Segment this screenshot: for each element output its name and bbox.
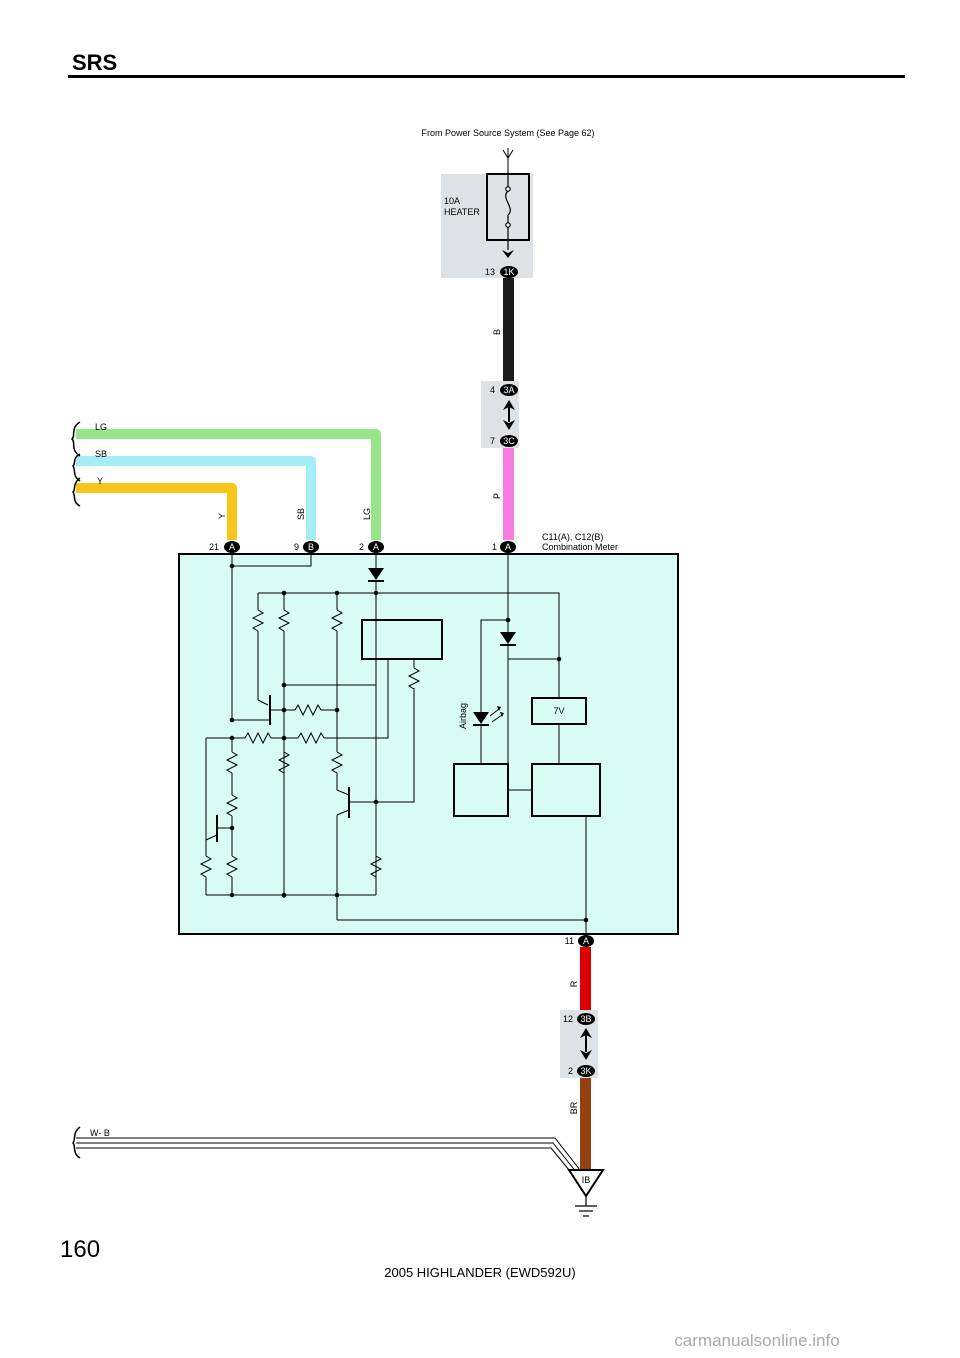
wire-break-braces [70, 421, 81, 507]
connector-a1: A 1 [492, 541, 516, 553]
svg-text:A: A [373, 542, 379, 552]
svg-text:12: 12 [563, 1014, 573, 1024]
wire-y-label: Y [217, 513, 227, 519]
connector-3b-3k-arrows [580, 1028, 592, 1060]
connector-3a: 3A 4 [490, 384, 518, 396]
wire-y-label-left: Y [97, 476, 103, 486]
svg-text:3B: 3B [580, 1014, 591, 1024]
svg-text:2: 2 [568, 1066, 573, 1076]
watermark: carmanualsonline.info [674, 1331, 839, 1350]
connector-b9: B 9 [294, 541, 319, 553]
fuse-icon [505, 172, 511, 250]
wire-lg [76, 429, 381, 540]
svg-text:11: 11 [565, 936, 574, 946]
meter-name: Combination Meter [542, 542, 618, 552]
wire-wb-label: W- B [90, 1128, 110, 1138]
svg-text:3A: 3A [503, 385, 514, 395]
wire-br-label: BR [569, 1101, 579, 1114]
ground-code: IB [582, 1175, 591, 1185]
source-arrow [502, 148, 514, 172]
wire-p [503, 448, 514, 540]
ground-icon [575, 1196, 597, 1217]
svg-text:9: 9 [294, 542, 299, 552]
wire-y [76, 483, 237, 540]
svg-text:13: 13 [485, 267, 495, 277]
footer-model: 2005 HIGHLANDER (EWD592U) [384, 1265, 575, 1280]
connector-a11: A 11 [565, 935, 594, 947]
wire-b [503, 278, 514, 382]
section-title: SRS [72, 50, 117, 75]
diode-lg [368, 568, 384, 580]
wire-b-label: B [492, 329, 502, 335]
airbag-label: Airbag [458, 703, 468, 729]
connector-3b: 3B 12 [563, 1013, 595, 1025]
wire-r [580, 947, 591, 1011]
connector-3k: 3K 2 [568, 1065, 595, 1077]
wire-p-label: P [492, 493, 502, 499]
wire-sb-label: SB [296, 508, 306, 520]
svg-text:21: 21 [209, 542, 219, 552]
header-rule [68, 75, 905, 78]
power-source-label: From Power Source System (See Page 62) [421, 128, 594, 138]
connector-3c: 3C 7 [490, 435, 518, 447]
fuse-name: HEATER [444, 207, 480, 217]
svg-text:A: A [229, 542, 235, 552]
wire-wb [76, 1137, 581, 1177]
diode-a1 [500, 632, 516, 644]
svg-text:A: A [505, 542, 511, 552]
connector-1k: 1K 13 [485, 266, 518, 278]
connector-3a-3c-arrows [503, 400, 515, 430]
svg-text:3C: 3C [503, 436, 515, 446]
connector-a21: A 21 [209, 541, 240, 553]
svg-text:B: B [308, 542, 314, 552]
svg-text:4: 4 [490, 385, 495, 395]
wire-lg-label: LG [362, 508, 372, 520]
wire-lg-label-left: LG [95, 422, 107, 432]
svg-text:1K: 1K [503, 267, 514, 277]
wire-br [580, 1078, 591, 1170]
connector-arrow-1k [502, 250, 514, 258]
svg-text:A: A [583, 936, 589, 946]
connector-a2: A 2 [359, 541, 384, 553]
svg-text:1: 1 [492, 542, 497, 552]
airbag-led-icon [473, 706, 504, 726]
page-number: 160 [60, 1236, 100, 1263]
wire-r-label: R [569, 980, 579, 987]
junction-dots [229, 563, 589, 923]
wire-sb-label-left: SB [95, 449, 107, 459]
svg-text:7: 7 [490, 436, 495, 446]
svg-text:3K: 3K [580, 1066, 591, 1076]
ground-connector-ib [567, 1169, 605, 1198]
wire-sb [76, 456, 316, 540]
regulator-label: 7V [553, 706, 564, 716]
svg-text:2: 2 [359, 542, 364, 552]
fuse-rating: 10A [444, 196, 460, 206]
meter-connector-ref: C11(A), C12(B) [542, 532, 603, 542]
combination-meter [178, 553, 679, 935]
wire-wb-brace [71, 1126, 81, 1159]
